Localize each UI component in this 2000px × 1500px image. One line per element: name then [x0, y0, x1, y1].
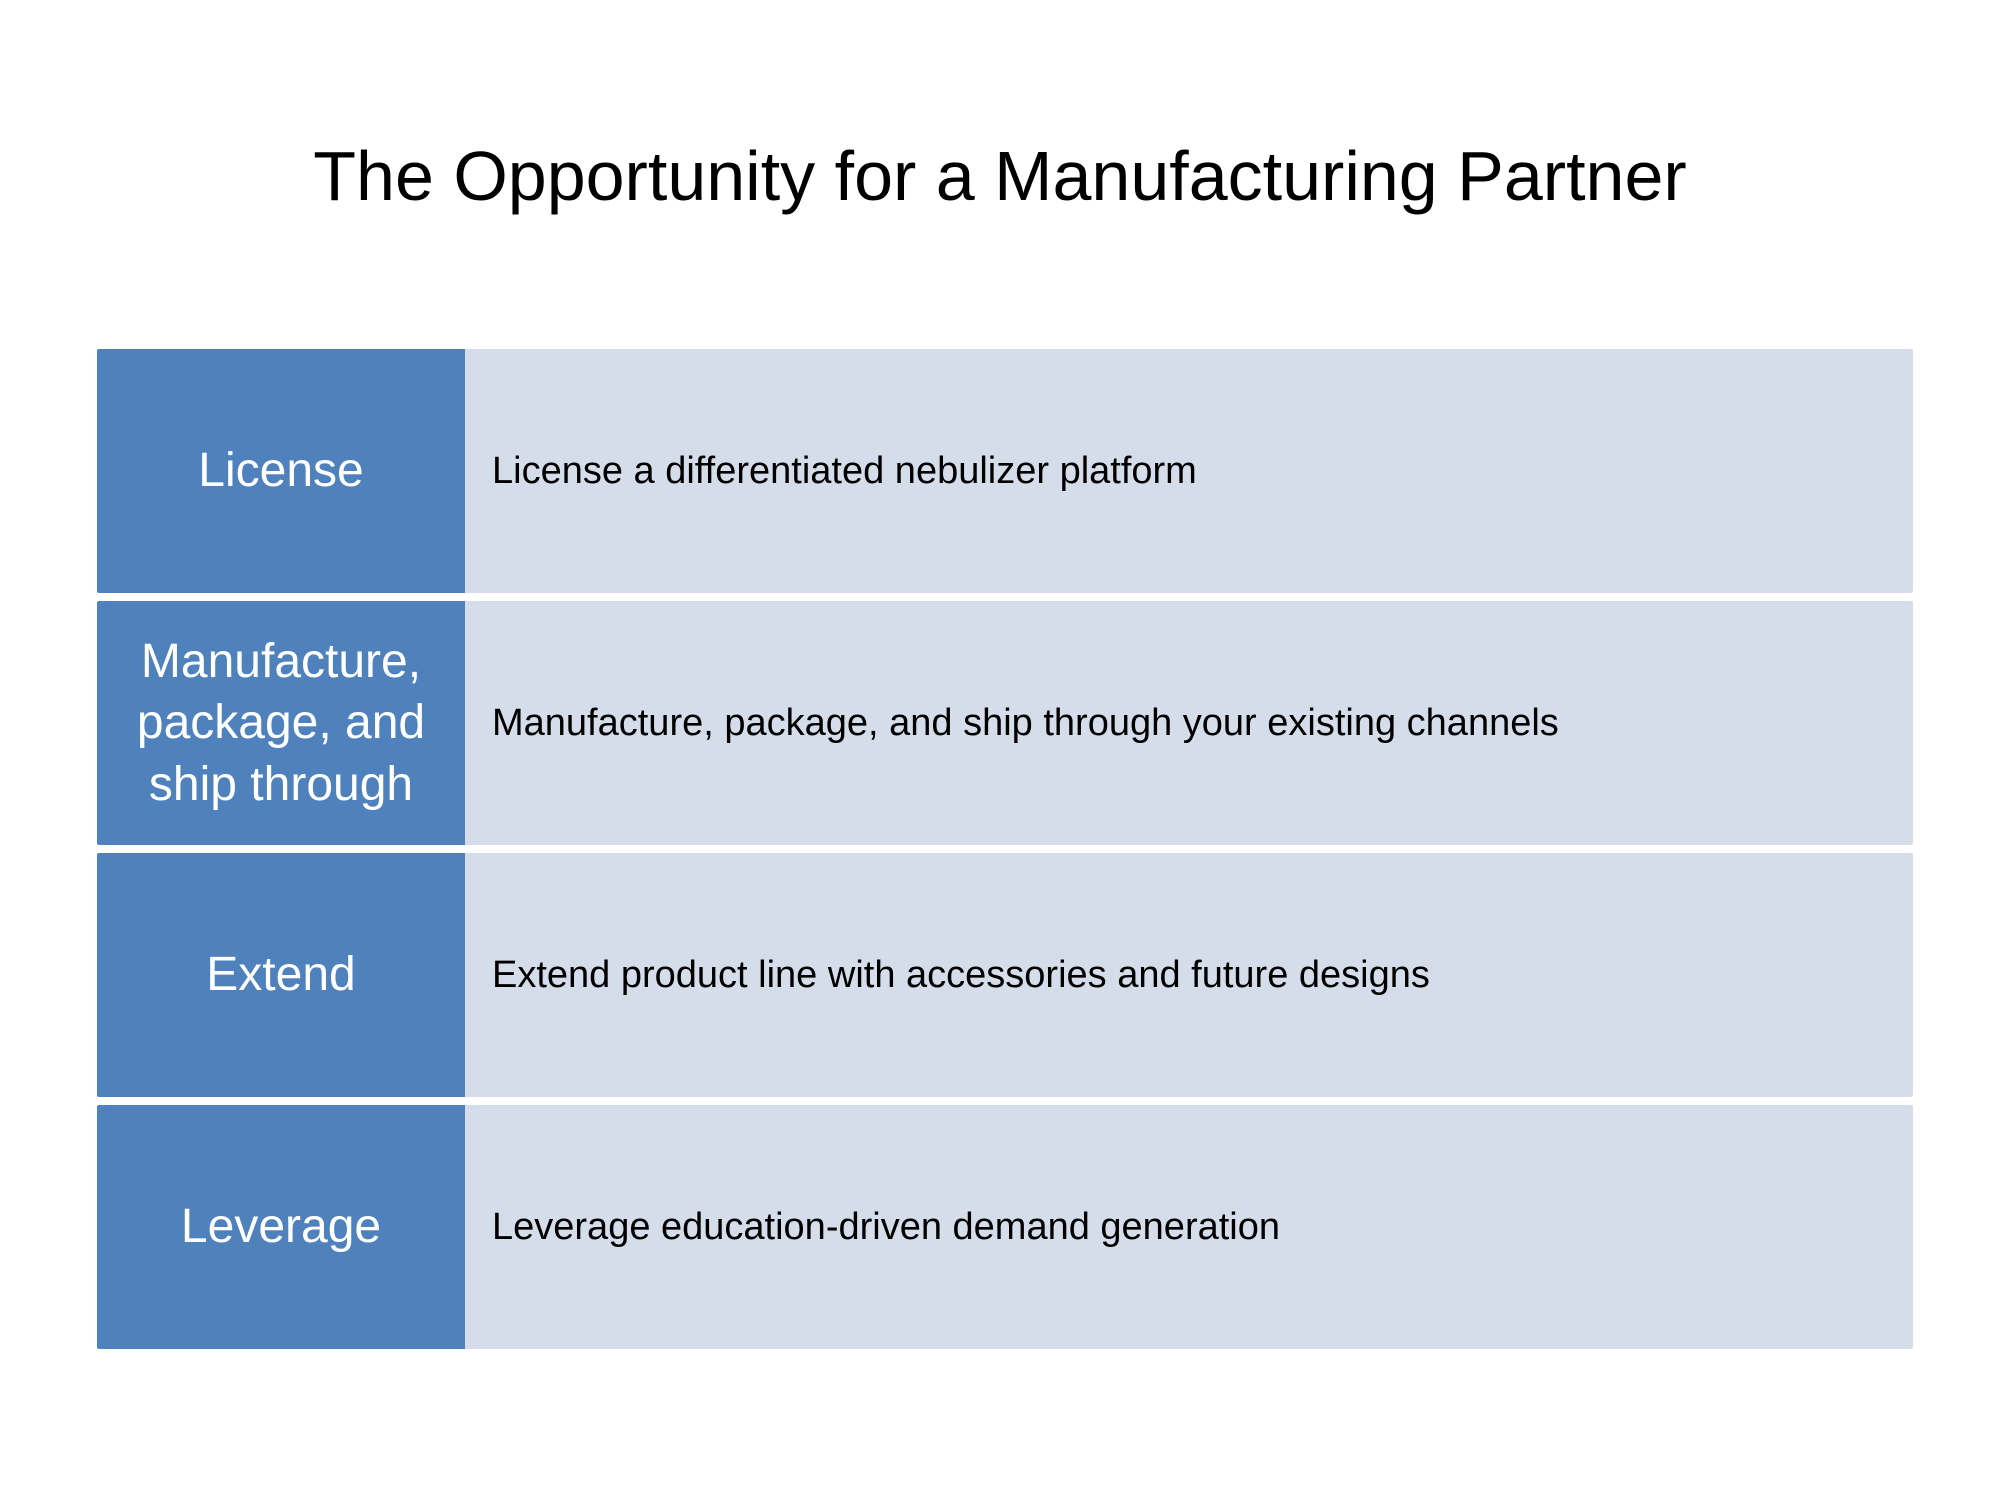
row-leverage: Leverage Leverage education-driven deman… [97, 1105, 1913, 1349]
row-license: License License a differentiated nebuliz… [97, 349, 1913, 593]
row-label: Manufacture, package, and ship through [97, 601, 465, 845]
row-label: License [97, 349, 465, 593]
row-description: License a differentiated nebulizer platf… [465, 349, 1913, 593]
row-description: Manufacture, package, and ship through y… [465, 601, 1913, 845]
slide-title: The Opportunity for a Manufacturing Part… [313, 137, 1687, 215]
row-description: Leverage education-driven demand generat… [465, 1105, 1913, 1349]
opportunity-list: License License a differentiated nebuliz… [97, 349, 1913, 1349]
row-extend: Extend Extend product line with accessor… [97, 853, 1913, 1097]
row-label: Extend [97, 853, 465, 1097]
row-description: Extend product line with accessories and… [465, 853, 1913, 1097]
row-manufacture: Manufacture, package, and ship through M… [97, 601, 1913, 845]
row-label: Leverage [97, 1105, 465, 1349]
